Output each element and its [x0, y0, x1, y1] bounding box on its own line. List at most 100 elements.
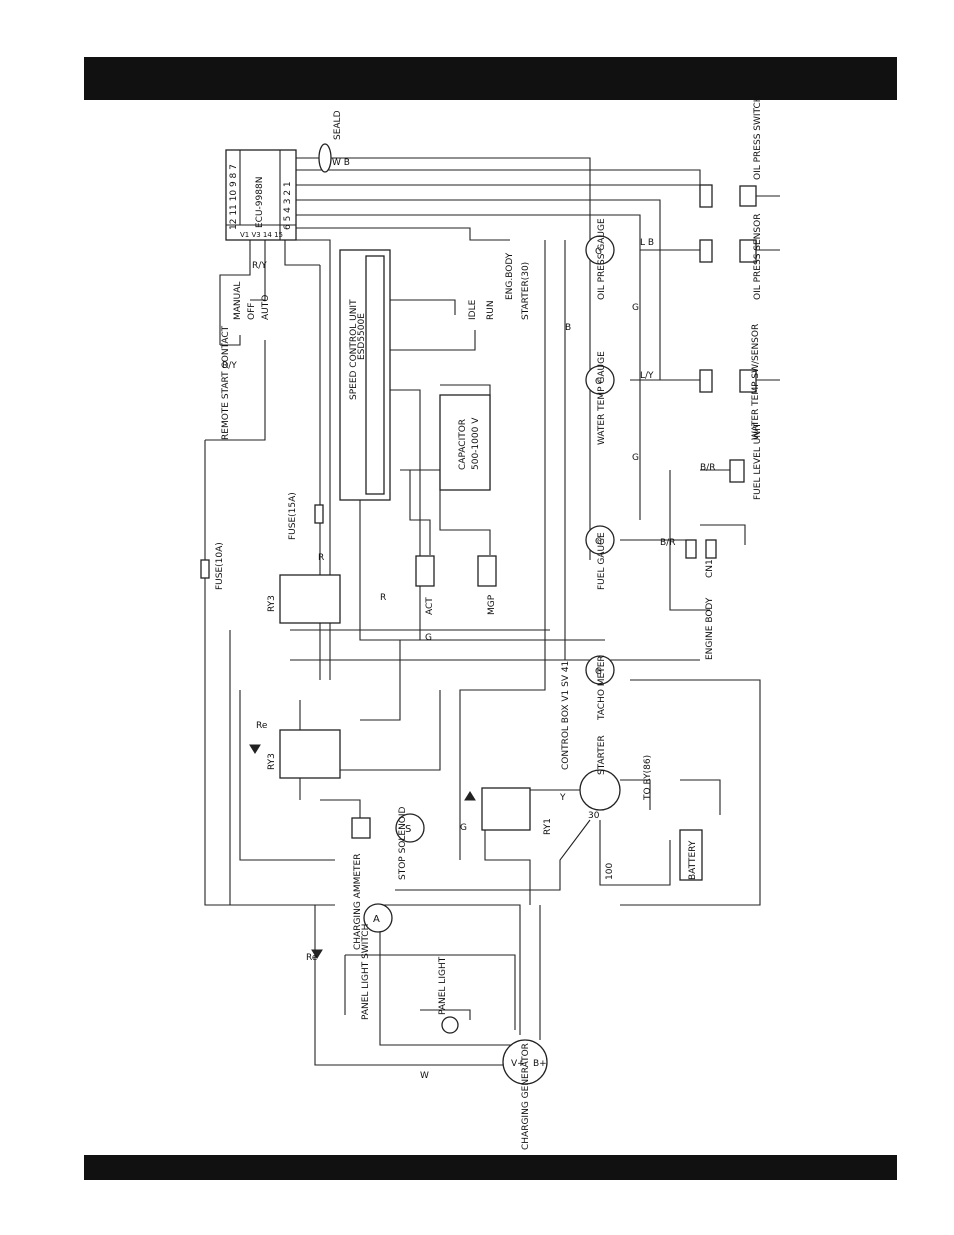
svg-text:STARTER: STARTER	[597, 735, 607, 775]
actuator-connector: ACT	[415, 555, 435, 615]
svg-text:WATER TEMP GAUGE: WATER TEMP GAUGE	[597, 351, 607, 445]
ecu-pins-mid: 6 5 4 3 2 1	[283, 181, 293, 230]
mgp-connector: MGP	[477, 555, 497, 615]
svg-text:ENGINE BODY: ENGINE BODY	[705, 597, 715, 660]
svg-text:STOP SOLENOID: STOP SOLENOID	[398, 806, 408, 880]
svg-text:B/R: B/R	[660, 538, 675, 548]
svg-text:500-1000 V: 500-1000 V	[471, 417, 481, 470]
relay-ry3-bottom: RY3	[267, 729, 341, 779]
relay-ry3-top: RY3	[267, 574, 341, 624]
footer-bar	[84, 1155, 897, 1180]
eng-body-label: ENG.BODY	[505, 252, 515, 300]
svg-text:V+: V+	[511, 1059, 525, 1069]
svg-text:G: G	[632, 453, 639, 463]
svg-text:RY3: RY3	[267, 595, 277, 612]
oil-press-gauge: G OIL PRESS GAUGE	[585, 218, 615, 300]
speed-control-unit: SPEED CONTROL UNIT ESD5500E IDLE RUN	[339, 249, 496, 501]
ecu-pins-bottom: V1 V3 14 15	[240, 231, 283, 239]
fuel-level-unit: FUEL LEVEL UNIT CN1 ENGINE BODY	[685, 422, 763, 660]
svg-text:CHARGING AMMETER: CHARGING AMMETER	[353, 854, 363, 950]
svg-text:R/Y: R/Y	[222, 361, 237, 371]
svg-text:W B: W B	[332, 158, 350, 168]
sealed-label: SEALD	[333, 110, 343, 140]
tacho-meter: G TACHO METER	[585, 655, 615, 721]
svg-text:R: R	[318, 553, 324, 563]
relay-ry1: RY1	[481, 787, 553, 835]
charging-ammeter: A CHARGING AMMETER	[353, 854, 393, 950]
svg-text:B: B	[565, 323, 571, 333]
starter: STARTER TO RY(86)	[579, 735, 653, 811]
svg-text:TO RY(86): TO RY(86)	[643, 755, 653, 801]
fuse-10a: FUSE(10A)	[200, 542, 225, 590]
panel-light-switch: PANEL LIGHT SWITCH	[361, 924, 371, 1020]
svg-text:Y: Y	[559, 793, 566, 803]
fuse-15a: FUSE(15A)	[288, 492, 324, 540]
ecu-unit: ECU-9988N 12 11 10 9 8 7 6 5 4 3 2 1 V1 …	[225, 149, 297, 241]
svg-text:G: G	[595, 377, 602, 387]
svg-text:B/R: B/R	[700, 463, 715, 473]
svg-text:FUEL LEVEL UNIT: FUEL LEVEL UNIT	[753, 422, 763, 500]
svg-text:B+: B+	[533, 1059, 547, 1069]
svg-text:L B: L B	[640, 238, 654, 248]
svg-text:REMOTE START CONTACT: REMOTE START CONTACT	[221, 325, 231, 440]
svg-text:A: A	[373, 914, 380, 925]
svg-text:G: G	[595, 537, 602, 547]
mode-switch: MANUAL OFF AUTO	[233, 282, 271, 320]
svg-text:PANEL LIGHT: PANEL LIGHT	[438, 956, 448, 1015]
diodes	[249, 744, 476, 959]
svg-text:TACHO METER: TACHO METER	[597, 655, 607, 721]
svg-text:OFF: OFF	[247, 303, 257, 320]
svg-text:G: G	[595, 247, 602, 257]
svg-text:CAPACITOR: CAPACITOR	[458, 419, 468, 470]
starter-30-label: STARTER(30)	[521, 262, 531, 320]
svg-text:IDLE: IDLE	[468, 299, 478, 320]
oil-press-switch: OIL PRESS SWITCH	[699, 95, 780, 208]
svg-text:G: G	[425, 633, 432, 643]
svg-text:G: G	[632, 303, 639, 313]
svg-text:G: G	[460, 823, 467, 833]
seal-marker	[318, 143, 332, 173]
svg-text:R/Y: R/Y	[252, 261, 267, 271]
svg-text:FUEL GAUGE: FUEL GAUGE	[597, 532, 607, 590]
ecu-pins-top: 12 11 10 9 8 7	[229, 164, 239, 230]
svg-text:30: 30	[588, 811, 600, 821]
wire-color-tags: W B L B L/Y B/R B/R R/Y R/Y R R G B G G …	[222, 158, 715, 1081]
svg-text:MGP: MGP	[487, 594, 497, 615]
svg-text:R: R	[380, 593, 386, 603]
stop-solenoid: S STOP SOLENOID	[351, 806, 425, 880]
svg-text:RY3: RY3	[267, 753, 277, 770]
svg-text:PANEL LIGHT SWITCH: PANEL LIGHT SWITCH	[361, 924, 371, 1020]
svg-text:OIL PRESS GAUGE: OIL PRESS GAUGE	[597, 218, 607, 300]
svg-text:ESD5500E: ESD5500E	[357, 313, 367, 360]
svg-text:S: S	[405, 824, 411, 835]
ecu-label: ECU-9988N	[255, 177, 265, 228]
header-bar	[84, 57, 897, 100]
svg-text:W: W	[420, 1071, 429, 1081]
svg-text:CHARGING GENERATOR: CHARGING GENERATOR	[521, 1043, 531, 1150]
svg-text:BATTERY: BATTERY	[688, 840, 698, 880]
svg-text:100: 100	[605, 863, 615, 880]
svg-text:SPEED CONTROL UNIT: SPEED CONTROL UNIT	[349, 299, 359, 400]
svg-text:FUSE(10A): FUSE(10A)	[215, 542, 225, 590]
svg-text:RY1: RY1	[543, 818, 553, 835]
capacitor: CAPACITOR 500-1000 V	[439, 394, 491, 491]
water-temp-gauge: G WATER TEMP GAUGE	[585, 351, 615, 445]
svg-text:FUSE(15A): FUSE(15A)	[288, 492, 298, 540]
charging-generator: V+ B+ CHARGING GENERATOR	[502, 1039, 548, 1150]
svg-text:OIL PRESS SENSOR: OIL PRESS SENSOR	[753, 214, 763, 300]
svg-text:AUTO: AUTO	[261, 295, 271, 320]
svg-text:ACT: ACT	[425, 597, 435, 615]
water-temp-sensor: WATER TEMP SW/SENSOR	[699, 324, 780, 440]
svg-text:G: G	[595, 667, 602, 677]
svg-text:RUN: RUN	[486, 300, 496, 320]
control-box-label: CONTROL BOX V1 SV 41	[561, 661, 571, 770]
svg-text:WATER TEMP SW/SENSOR: WATER TEMP SW/SENSOR	[751, 324, 761, 440]
fuel-gauge: G FUEL GAUGE	[585, 525, 615, 590]
svg-text:OIL PRESS SWITCH: OIL PRESS SWITCH	[753, 95, 763, 180]
svg-text:CN1: CN1	[705, 559, 715, 578]
battery: BATTERY 100	[605, 829, 703, 881]
oil-press-sensor: OIL PRESS SENSOR	[699, 214, 780, 300]
svg-text:Re: Re	[306, 953, 318, 963]
remote-start-contact: REMOTE START CONTACT	[221, 325, 231, 440]
